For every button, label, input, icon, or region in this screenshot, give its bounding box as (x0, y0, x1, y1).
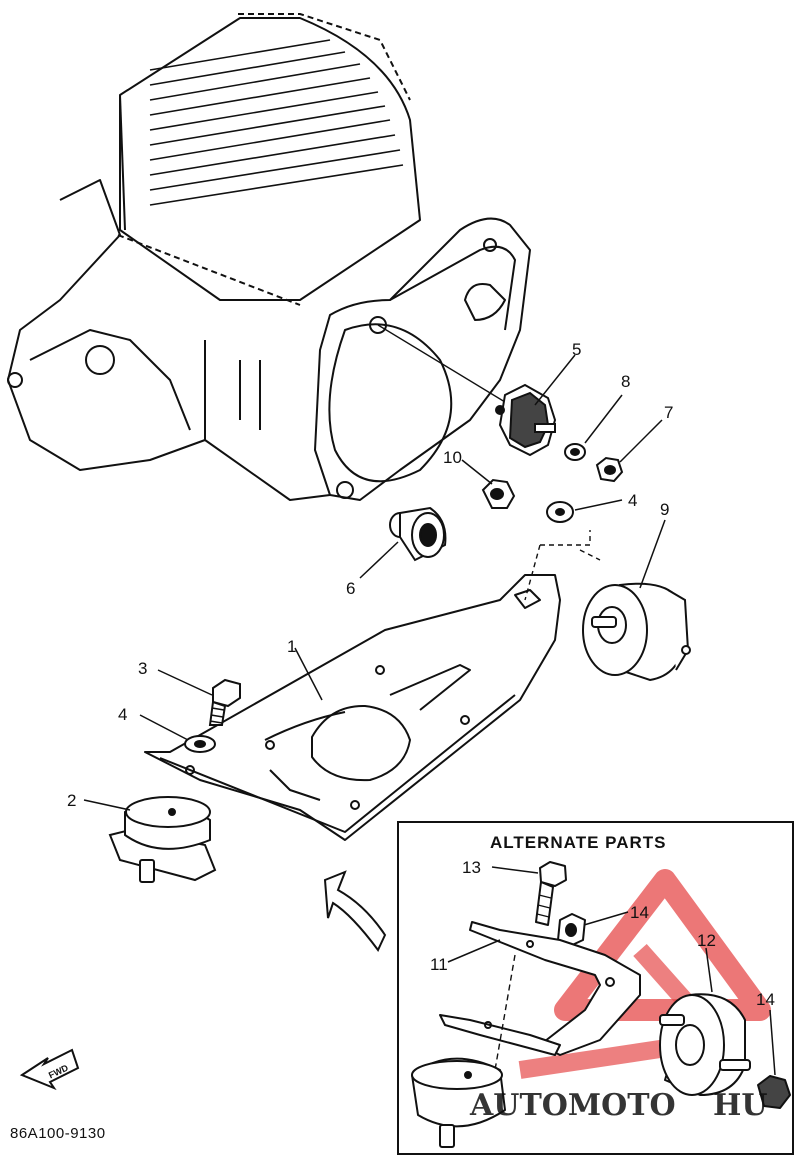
callout-2: 2 (67, 791, 76, 810)
part-8-washer (564, 443, 586, 461)
part-4-washer-lower (184, 735, 216, 753)
callout-4-lower: 4 (118, 705, 127, 724)
watermark-text-right: HU (713, 1088, 768, 1123)
assembly-arrow (323, 870, 387, 952)
callout-11: 11 (430, 955, 448, 974)
callout-1: 1 (287, 637, 296, 656)
callout-13: 13 (462, 858, 481, 877)
callout-5: 5 (572, 340, 581, 359)
callout-14-upper: 14 (630, 903, 649, 922)
part-5-damper (495, 383, 557, 457)
part-4-washer-upper (546, 501, 574, 523)
callout-6: 6 (346, 579, 355, 598)
alignment-dashes (524, 530, 601, 601)
callout-12: 12 (697, 931, 716, 950)
part-6-bushing (389, 506, 447, 562)
diagram-code: 86A100-9130 (10, 1125, 106, 1142)
part-9-mount (582, 582, 691, 682)
part-7-nut (595, 456, 624, 483)
callout-8: 8 (621, 372, 630, 391)
part-3-bolt (208, 678, 241, 726)
callout-labels: 1 2 3 4 4 5 6 7 8 9 10 11 12 13 14 14 (67, 340, 775, 1009)
part-10-nut (481, 478, 516, 509)
engine-block (7, 13, 531, 501)
part-2-rubber-mount (108, 796, 217, 883)
part-1-engine-plate (144, 574, 561, 841)
fwd-arrow: FWD (19, 1048, 80, 1091)
alternate-parts-box (397, 821, 794, 1155)
alternate-parts-drawing (411, 861, 791, 1148)
callout-3: 3 (138, 659, 147, 678)
callout-4-upper: 4 (628, 491, 637, 510)
callout-10: 10 (443, 448, 462, 467)
callout-9: 9 (660, 500, 669, 519)
watermark-text-left: AUTOMOTO (469, 1088, 676, 1123)
callout-14-lower: 14 (756, 990, 775, 1009)
leader-lines (83, 354, 776, 1076)
callout-7: 7 (664, 403, 673, 422)
alternate-parts-title: ALTERNATE PARTS (490, 833, 667, 852)
